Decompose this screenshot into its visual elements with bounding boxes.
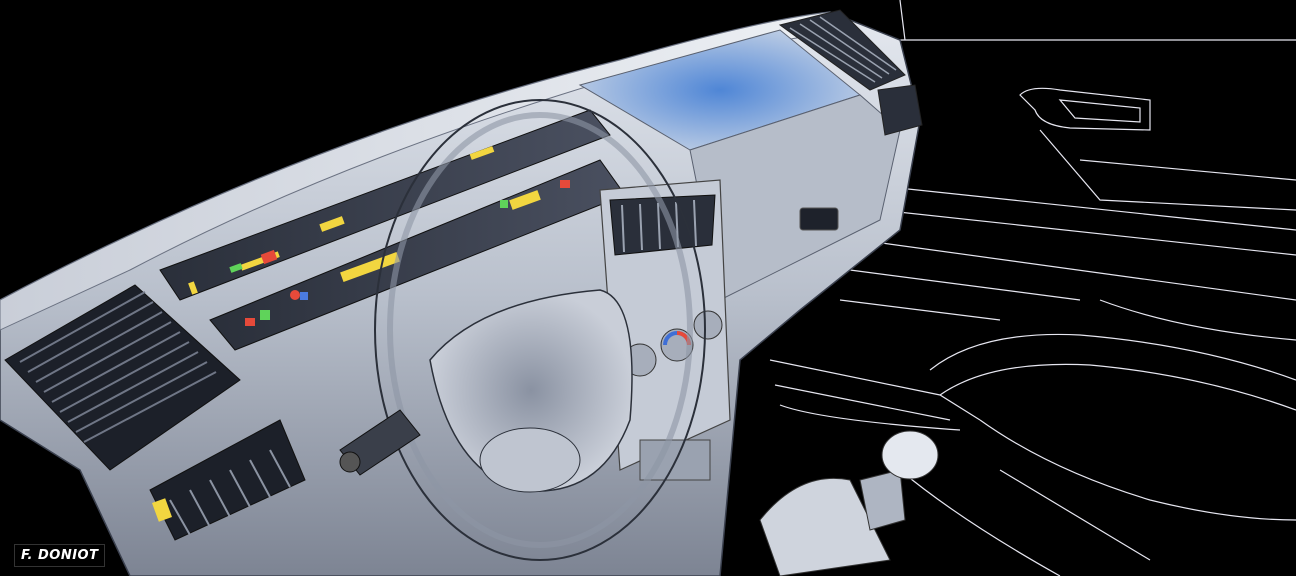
right-top-vent (778, 9, 923, 136)
gear-knob (881, 430, 939, 480)
steering-hub (429, 289, 633, 492)
air-distribution-knob (693, 310, 723, 340)
gear-lever (759, 430, 939, 576)
door-outline (839, 0, 1296, 341)
artist-signature: F. DONIOT (14, 544, 106, 567)
ignition-stalk (339, 409, 421, 476)
left-air-vent (4, 284, 241, 471)
glovebox-panel (578, 29, 901, 301)
steering-wheel (374, 99, 706, 561)
seat-outline (769, 333, 1296, 576)
lower-left-vent (149, 419, 306, 541)
lcd-segments (188, 146, 570, 326)
glovebox-latch (799, 207, 839, 231)
